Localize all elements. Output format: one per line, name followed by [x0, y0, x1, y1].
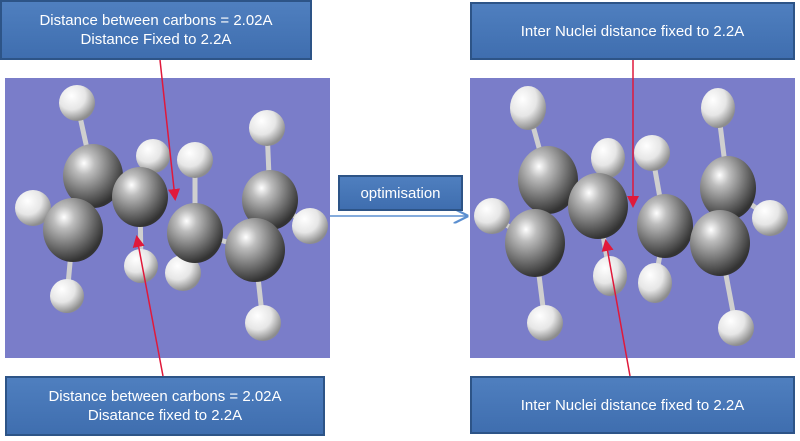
bottom-left-pointer-line: [132, 235, 164, 377]
right-hydrogen-atoms: [474, 86, 788, 346]
carbon-atom: [700, 156, 756, 220]
carbon-atom: [690, 210, 750, 276]
hydrogen-atom: [177, 142, 213, 178]
callout-bottom-right-line1: Inter Nuclei distance fixed to 2.2A: [520, 396, 745, 414]
hydrogen-atom: [124, 249, 158, 283]
carbon-atom: [518, 146, 578, 214]
right-carbon-atoms: [505, 146, 756, 277]
carbon-atom: [63, 144, 123, 208]
hydrogen-atom: [593, 256, 627, 296]
carbon-atom: [43, 198, 103, 262]
carbon-atom: [505, 209, 565, 277]
callout-top-left-line2: Distance Fixed to 2.2A: [80, 31, 232, 48]
hydrogen-atom: [165, 255, 201, 291]
bottom-right-pointer-line: [601, 239, 631, 377]
callout-top-right-line1: Inter Nuclei distance fixed to 2.2A: [520, 22, 745, 40]
left-hydrogen-atoms: [15, 85, 328, 341]
hydrogen-atom: [634, 135, 670, 171]
left-molecule-drawing: [15, 85, 328, 341]
carbon-atom: [242, 170, 298, 230]
hydrogen-atom: [50, 279, 84, 313]
process-label: optimisation: [360, 184, 441, 202]
hydrogen-atom: [15, 190, 51, 226]
carbon-atom: [568, 173, 628, 239]
carbon-atom: [112, 167, 168, 227]
hydrogen-atom: [701, 88, 735, 128]
hydrogen-atom: [474, 198, 510, 234]
process-label-box: optimisation: [338, 175, 463, 211]
left-carbon-atoms: [43, 144, 298, 282]
right-molecule-drawing: [474, 86, 788, 346]
hydrogen-atom: [249, 110, 285, 146]
callout-top-right: Inter Nuclei distance fixed to 2.2A: [470, 2, 795, 60]
carbon-atom: [225, 218, 285, 282]
callout-bottom-left-line1: Distance between carbons = 2.02A: [48, 388, 282, 405]
hydrogen-atom: [638, 263, 672, 303]
top-left-pointer-line: [159, 59, 180, 201]
callout-bottom-left: Distance between carbons = 2.02A Disatan…: [5, 376, 325, 436]
hydrogen-atom: [510, 86, 546, 130]
hydrogen-atom: [527, 305, 563, 341]
hydrogen-atom: [59, 85, 95, 121]
callout-top-left: Distance between carbons = 2.02A Distanc…: [0, 0, 312, 60]
hydrogen-atom: [591, 138, 625, 178]
hydrogen-atom: [718, 310, 754, 346]
callout-bottom-right: Inter Nuclei distance fixed to 2.2A: [470, 376, 795, 434]
hydrogen-atom: [292, 208, 328, 244]
hydrogen-atom: [752, 200, 788, 236]
callout-bottom-left-line2: Disatance fixed to 2.2A: [87, 407, 243, 424]
carbon-atom: [167, 203, 223, 263]
carbon-atom: [637, 194, 693, 258]
callout-top-left-line1: Distance between carbons = 2.02A: [39, 12, 273, 29]
hydrogen-atom: [245, 305, 281, 341]
hydrogen-atom: [136, 139, 170, 173]
